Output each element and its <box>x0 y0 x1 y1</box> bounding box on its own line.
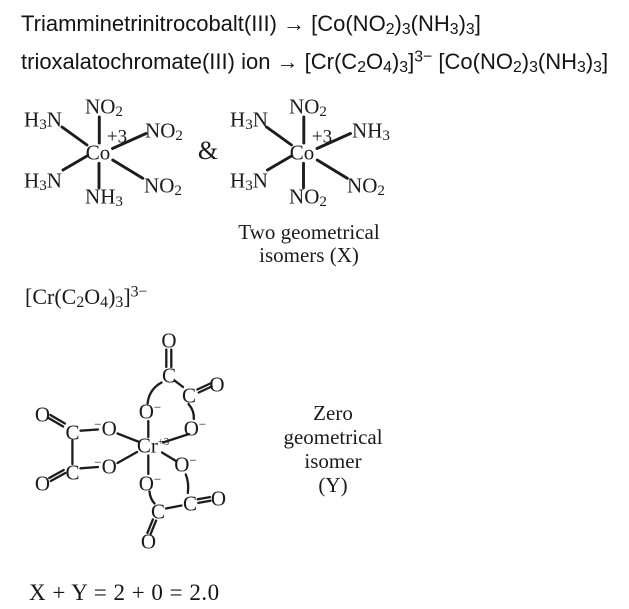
atom-c-left-lower: C <box>65 460 80 484</box>
atom-minus-o-left-lower: −O <box>94 453 117 478</box>
ligand-h3n-upper-left: H3N <box>230 107 268 134</box>
atom-o-top-carbonyl: O <box>161 328 177 353</box>
ligand-no2-top: NO2 <box>289 94 327 121</box>
atom-o-minus-upper-right: O− <box>183 415 207 440</box>
atom-c-top: C <box>161 363 177 388</box>
atom-c-left-upper: C <box>65 420 80 444</box>
chromium-center: Cr+3 <box>136 433 170 458</box>
isomer-x-caption: Two geometrical isomers (X) <box>236 221 382 266</box>
isomer-y-caption-line-2: geometrical <box>283 425 383 449</box>
ligand-h3n-lower-left: H3N <box>24 168 62 195</box>
heading-line-2: trioxalatochromate(III) ion → [Cr(C2O4)3… <box>21 48 609 76</box>
ligand-no2-lower-right: NO2 <box>144 173 182 200</box>
ligand-nh3-bottom: NH3 <box>85 184 123 211</box>
ligand-nh3-upper-right: NH3 <box>352 118 390 145</box>
atom-o-minus-lower-right: O− <box>174 451 197 476</box>
atom-o-minus-top: O− <box>138 399 162 424</box>
heading-line-1: Triamminetrinitrocobalt(III) → [Co(NO2)3… <box>21 11 481 38</box>
isomer-y-caption-line-4: (Y) <box>318 473 348 497</box>
atom-o-left-lower-carbonyl: O <box>34 471 51 495</box>
atom-c-bottom-right: C <box>182 491 198 516</box>
atom-o-minus-bottom: O− <box>138 470 162 495</box>
atom-o-top-right-carbonyl: O <box>209 372 225 397</box>
isomer-y-caption-line-1: Zero <box>313 401 353 425</box>
ampersand: & <box>197 136 219 165</box>
ligand-no2-top: NO2 <box>85 94 123 121</box>
result-equation: X + Y = 2 + 0 = 2.0 <box>29 580 220 605</box>
atom-o-bottom-carbonyl: O <box>140 529 157 553</box>
atom-c-bottom: C <box>150 499 166 524</box>
isomer-x-caption-line-1: Two geometrical <box>238 220 380 244</box>
cobalt-center: Co <box>85 140 111 165</box>
ligand-h3n-lower-left: H3N <box>230 168 268 195</box>
atom-o-bottom-right-carbonyl: O <box>210 486 227 510</box>
atom-o-left-upper-carbonyl: O <box>34 402 51 426</box>
charge-label: +3 <box>106 126 128 148</box>
isomer-x-caption-line-2: isomers (X) <box>259 242 359 267</box>
isomer-y-caption-line-3: isomer <box>304 449 362 473</box>
ligand-no2-bottom: NO2 <box>289 184 327 211</box>
cr-formula-label: [Cr(C2O4)3]3− <box>25 283 148 311</box>
ligand-h3n-upper-left: H3N <box>24 107 62 134</box>
cr-complex-single-bonds <box>71 379 196 510</box>
atom-c-top-right: C <box>181 383 197 407</box>
cobalt-center: Co <box>289 140 315 165</box>
ligand-no2-upper-right: NO2 <box>145 118 183 145</box>
isomer-y-caption: Zero geometrical isomer (Y) <box>267 401 399 497</box>
charge-label: +3 <box>311 126 333 148</box>
ligand-no2-lower-right: NO2 <box>347 173 385 200</box>
atom-minus-o-left-upper: −O <box>94 416 117 441</box>
